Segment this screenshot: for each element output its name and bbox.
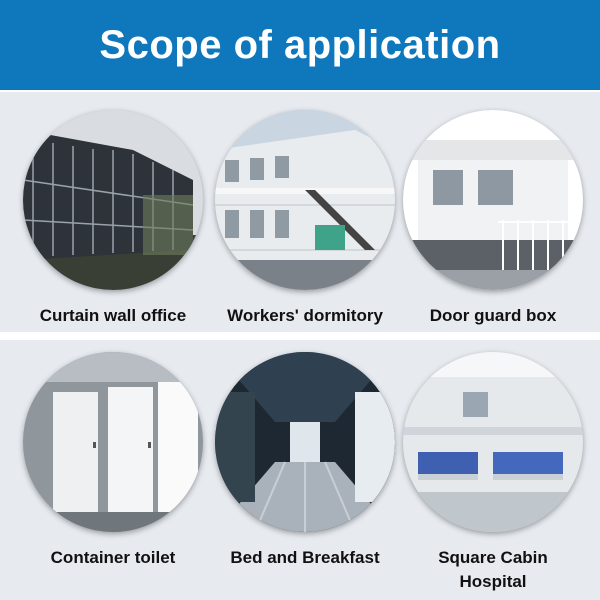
- caption-container-toilet: Container toilet: [50, 548, 176, 567]
- caption-bed-and-breakfast: Bed and Breakfast: [230, 548, 380, 567]
- application-item-bed-and-breakfast: Bed and Breakfast: [210, 352, 400, 570]
- caption-workers-dormitory: Workers' dormitory: [227, 306, 383, 325]
- door-guard-box-photo: [403, 110, 583, 290]
- header-banner: Scope of application: [0, 0, 600, 90]
- curtain-wall-office-photo: [23, 110, 203, 290]
- application-item-door-guard-box: Door guard box: [398, 110, 588, 328]
- application-item-workers-dormitory: Workers' dormitory: [210, 110, 400, 328]
- caption-door-guard-box: Door guard box: [429, 306, 557, 325]
- caption-square-cabin-hospital: Square Cabin Hospital: [438, 548, 548, 591]
- container-toilet-photo: [23, 352, 203, 532]
- bed-and-breakfast-photo: [215, 352, 395, 532]
- page-title: Scope of application: [99, 22, 501, 67]
- application-item-square-cabin-hospital: Square Cabin Hospital: [398, 352, 588, 594]
- square-cabin-hospital-photo: [403, 352, 583, 532]
- application-item-curtain-wall-office: Curtain wall office: [18, 110, 208, 328]
- application-item-container-toilet: Container toilet: [18, 352, 208, 570]
- workers-dormitory-photo: [215, 110, 395, 290]
- caption-curtain-wall-office: Curtain wall office: [39, 306, 187, 325]
